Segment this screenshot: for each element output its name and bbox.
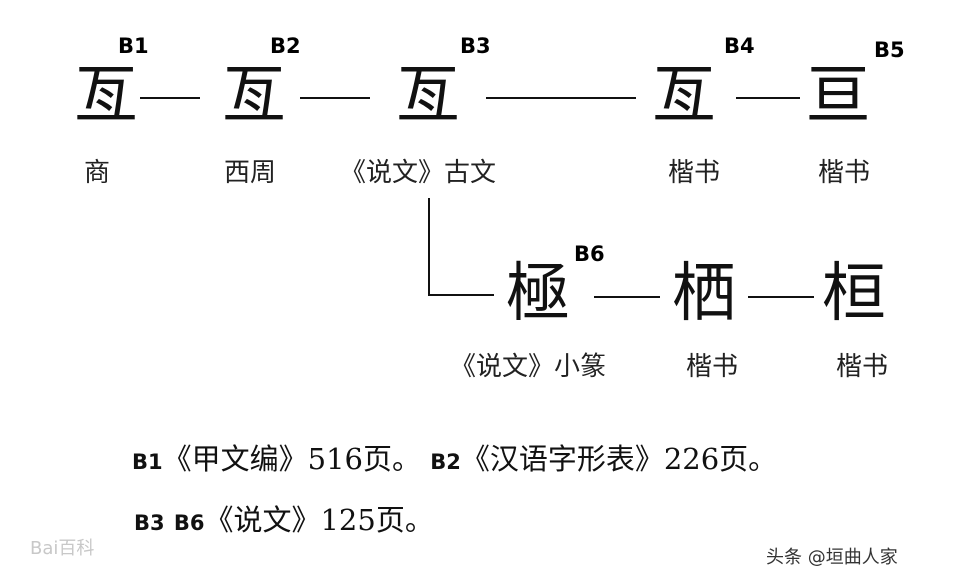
glyph-shuowen-xiaozhuan: 極 [506,257,570,331]
citation-line-1: B1《甲文编》516页。 B2《汉语字形表》226页。 [132,436,777,478]
glyph-shang: 亙 [74,59,138,133]
connector-b6-kaishu [594,296,660,298]
tag-b4: B4 [724,34,755,58]
glyph-kaishu-b4: 亙 [652,59,716,133]
tag-b6: B6 [574,242,605,266]
tag-b2: B2 [270,34,301,58]
branch-vertical-line [428,198,430,296]
era-label-heng: 楷书 [686,352,739,382]
glyph-western-zhou: 亙 [222,59,286,133]
connector-b2-b3 [300,97,370,99]
era-label-b3: 《说文》古文 [340,158,497,188]
branch-horizontal-line [428,294,494,296]
era-label-huan: 楷书 [836,352,889,382]
connector-kaishu-huan [748,296,814,298]
era-label-b5: 楷书 [818,158,871,188]
glyph-kaishu-heng: 栖 [672,257,736,331]
era-label-b2: 西周 [224,158,277,188]
glyph-kaishu-huan: 桓 [822,257,886,331]
citation-tag-b6: B6 [173,511,205,535]
connector-b3-b4 [486,97,636,99]
tag-b1: B1 [118,34,149,58]
citation-b3-b6-source: 《说文》125页。 [204,503,434,537]
era-label-b4: 楷书 [668,158,721,188]
citation-line-2: B3 B6《说文》125页。 [134,497,434,539]
glyph-shuowen-guwen: 亙 [396,59,460,133]
connector-b4-b5 [736,97,800,99]
baidu-watermark: Bai百科 [30,538,95,559]
citation-b1-source: 《甲文编》516页。 [162,442,421,476]
author-credit: 头条 @垣曲人家 [766,547,898,568]
citation-tag-b1: B1 [132,450,163,474]
citation-b2-source: 《汉语字形表》226页。 [460,442,778,476]
tag-b5: B5 [874,38,905,62]
era-label-b1: 商 [84,158,111,188]
tag-b3: B3 [460,34,491,58]
era-label-b6: 《说文》小篆 [450,352,607,382]
glyph-kaishu-b5: 亘 [806,59,870,133]
connector-b1-b2 [140,97,200,99]
citation-tag-b3: B3 [134,511,165,535]
citation-tag-b2: B2 [430,450,461,474]
